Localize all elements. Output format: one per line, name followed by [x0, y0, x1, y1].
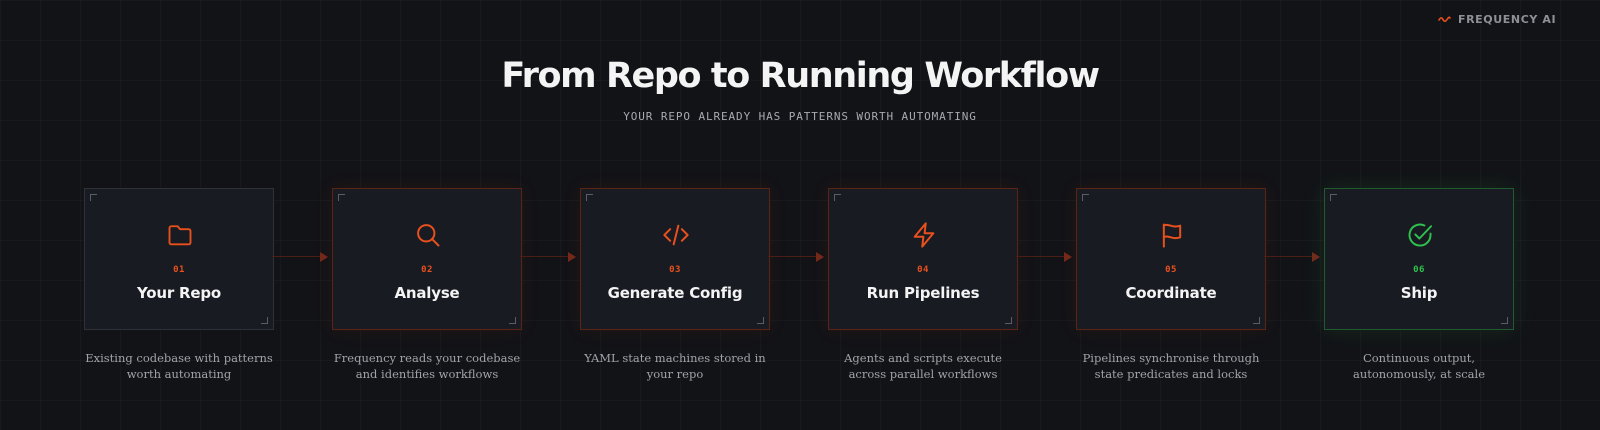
step-description: Existing codebase with patterns worth au…	[85, 351, 273, 381]
step-description: Pipelines synchronise through state pred…	[1082, 351, 1260, 381]
flag-icon	[1158, 221, 1186, 249]
step-description: Continuous output, autonomously, at scal…	[1352, 351, 1486, 381]
step-description: Agents and scripts execute across parall…	[844, 351, 1002, 381]
flow-arrow	[520, 252, 576, 262]
corner-mark	[261, 317, 268, 324]
corner-mark	[90, 194, 97, 201]
corner-mark	[757, 317, 764, 324]
check-circle-icon	[1406, 221, 1434, 249]
wave-icon	[1438, 15, 1451, 24]
corner-mark	[1005, 317, 1012, 324]
step-card-analyse: 02 Analyse	[332, 188, 522, 330]
corner-mark	[509, 317, 516, 324]
step-card-generate-config: 03 Generate Config	[580, 188, 770, 330]
step-title: Generate Config	[607, 284, 743, 302]
flow-arrow	[1016, 252, 1072, 262]
step-number: 05	[1165, 265, 1177, 275]
step-card-your-repo: 01 Your Repo	[84, 188, 274, 330]
brand-name: FREQUENCY AI	[1458, 13, 1557, 26]
step-card-run-pipelines: 04 Run Pipelines	[828, 188, 1018, 330]
step-number: 06	[1413, 265, 1425, 275]
corner-mark	[586, 194, 593, 201]
search-icon	[414, 221, 442, 249]
step-number: 04	[917, 265, 929, 275]
lightning-icon	[910, 221, 938, 249]
corner-mark	[1330, 194, 1337, 201]
step-title: Analyse	[394, 284, 460, 302]
step-number: 02	[421, 265, 433, 275]
corner-mark	[1501, 317, 1508, 324]
step-card-coordinate: 05 Coordinate	[1076, 188, 1266, 330]
flow-arrow	[272, 252, 328, 262]
step-title: Run Pipelines	[866, 284, 980, 302]
step-number: 01	[173, 265, 185, 275]
flow-arrow	[768, 252, 824, 262]
code-icon	[662, 221, 690, 249]
step-title: Ship	[1400, 284, 1438, 302]
step-description: Frequency reads your codebase and identi…	[333, 351, 521, 381]
flow-arrow	[1264, 252, 1320, 262]
step-number: 03	[669, 265, 681, 275]
brand-logo: FREQUENCY AI	[1438, 13, 1556, 26]
corner-mark	[338, 194, 345, 201]
page-title: From Repo to Running Workflow	[501, 56, 1100, 96]
step-title: Your Repo	[136, 284, 222, 302]
folder-icon	[166, 221, 194, 249]
step-card-ship: 06 Ship	[1324, 188, 1514, 330]
step-description: YAML state machines stored in your repo	[584, 351, 766, 381]
corner-mark	[1082, 194, 1089, 201]
page-subtitle: YOUR REPO ALREADY HAS PATTERNS WORTH AUT…	[623, 110, 977, 123]
corner-mark	[834, 194, 841, 201]
corner-mark	[1253, 317, 1260, 324]
step-title: Coordinate	[1125, 284, 1217, 302]
